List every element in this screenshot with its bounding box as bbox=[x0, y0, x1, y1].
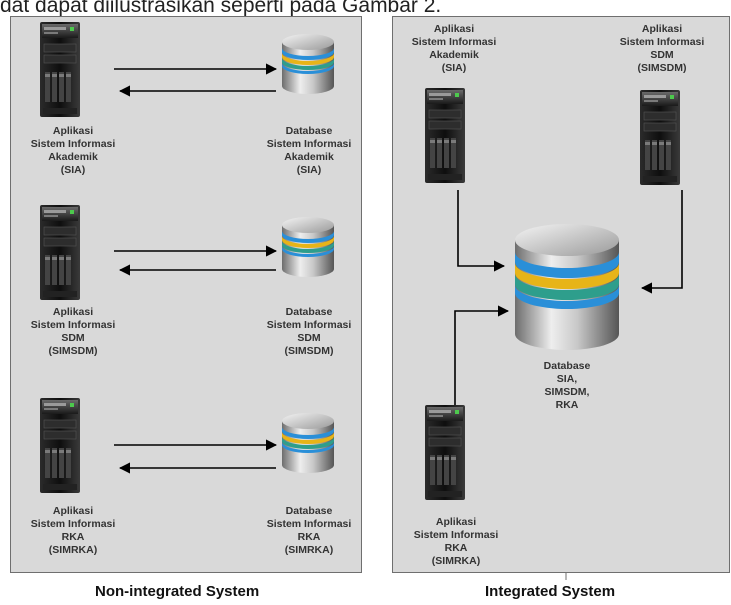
database-cylinder-icon bbox=[282, 34, 334, 94]
server-tower-icon bbox=[39, 21, 81, 118]
database-cylinder-icon bbox=[282, 217, 334, 277]
server-tower-icon bbox=[424, 404, 466, 501]
app-label-sia-integrated: Aplikasi Sistem Informasi Akademik (SIA) bbox=[411, 23, 497, 74]
database-cylinder-icon bbox=[282, 413, 334, 473]
arrow-simsdm-to-database bbox=[640, 190, 683, 294]
top-caption: dat dapat diilustrasikan seperti pada Ga… bbox=[0, 0, 442, 16]
app-label-simrka-integrated: Aplikasi Sistem Informasi RKA (SIMRKA) bbox=[413, 516, 499, 567]
server-tower-icon bbox=[639, 89, 681, 186]
integrated-title: Integrated System bbox=[485, 583, 616, 600]
server-tower-icon bbox=[424, 87, 466, 184]
db-label-sia: Database Sistem Informasi Akademik (SIA) bbox=[266, 125, 352, 176]
app-label-sia: Aplikasi Sistem Informasi Akademik (SIA) bbox=[30, 125, 116, 176]
non-integrated-title: Non-integrated System bbox=[95, 583, 260, 600]
app-label-simsdm: Aplikasi Sistem Informasi SDM (SIMSDM) bbox=[30, 306, 116, 357]
arrow-simrka-to-database bbox=[454, 305, 510, 405]
app-label-simrka: Aplikasi Sistem Informasi RKA (SIMRKA) bbox=[30, 505, 116, 556]
server-tower-icon bbox=[39, 397, 81, 494]
database-cylinder-icon bbox=[515, 224, 619, 350]
arrow-sia-to-database bbox=[457, 190, 506, 272]
db-label-integrated: Database SIA, SIMSDM, RKA bbox=[543, 360, 591, 411]
db-label-simrka: Database Sistem Informasi RKA (SIMRKA) bbox=[266, 505, 352, 556]
db-label-simsdm: Database Sistem Informasi SDM (SIMSDM) bbox=[266, 306, 352, 357]
app-label-simsdm-integrated: Aplikasi Sistem Informasi SDM (SIMSDM) bbox=[619, 23, 705, 74]
server-tower-icon bbox=[39, 204, 81, 301]
